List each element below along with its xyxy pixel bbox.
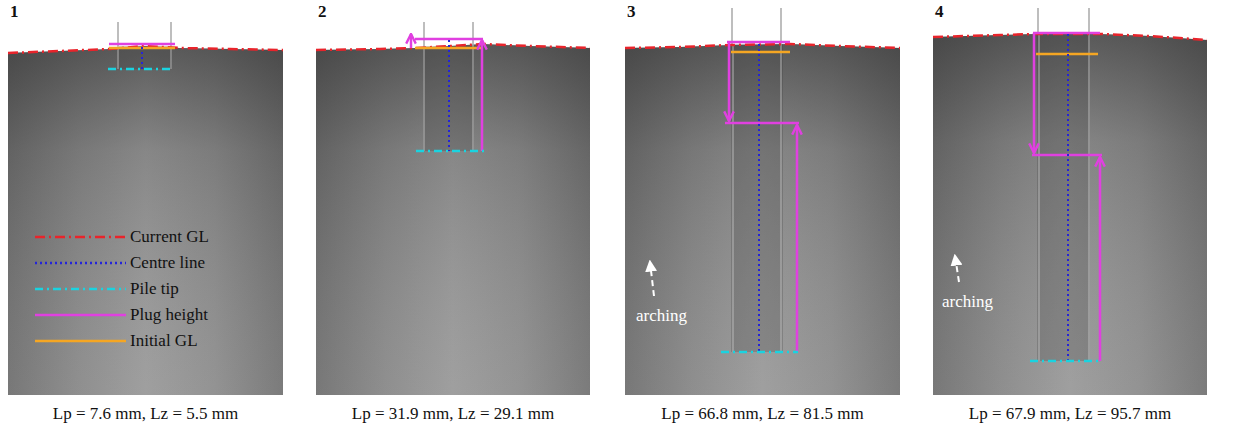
- panel-caption: Lp = 67.9 mm, Lz = 95.7 mm: [933, 404, 1207, 424]
- legend-samples: [35, 237, 126, 341]
- panel-number: 4: [935, 2, 944, 22]
- legend-text: Centre line: [130, 253, 205, 272]
- panel-number: 3: [627, 2, 636, 22]
- panel-image: [933, 8, 1207, 395]
- legend-entry: Current GL: [130, 227, 209, 247]
- panel-number: 2: [318, 2, 327, 22]
- legend-text: Pile tip: [130, 279, 179, 298]
- legend-entry: Pile tip: [130, 279, 179, 299]
- legend-text: Current GL: [130, 227, 209, 246]
- legend-entry: Initial GL: [130, 331, 198, 351]
- legend-entry: Centre line: [130, 253, 205, 273]
- legend-text: Plug height: [130, 305, 208, 324]
- panel-number: 1: [10, 2, 19, 22]
- panel-caption: Lp = 7.6 mm, Lz = 5.5 mm: [8, 404, 283, 424]
- panel-image: [316, 22, 590, 395]
- legend-text: Initial GL: [130, 331, 198, 350]
- panel-caption: Lp = 66.8 mm, Lz = 81.5 mm: [625, 404, 900, 424]
- legend-entry: Plug height: [130, 305, 208, 325]
- annotation-label: arching: [636, 306, 687, 326]
- panel-image: [625, 8, 900, 395]
- annotation-label: arching: [942, 292, 993, 312]
- panel-caption: Lp = 31.9 mm, Lz = 29.1 mm: [316, 404, 590, 424]
- panel-image: [8, 22, 283, 395]
